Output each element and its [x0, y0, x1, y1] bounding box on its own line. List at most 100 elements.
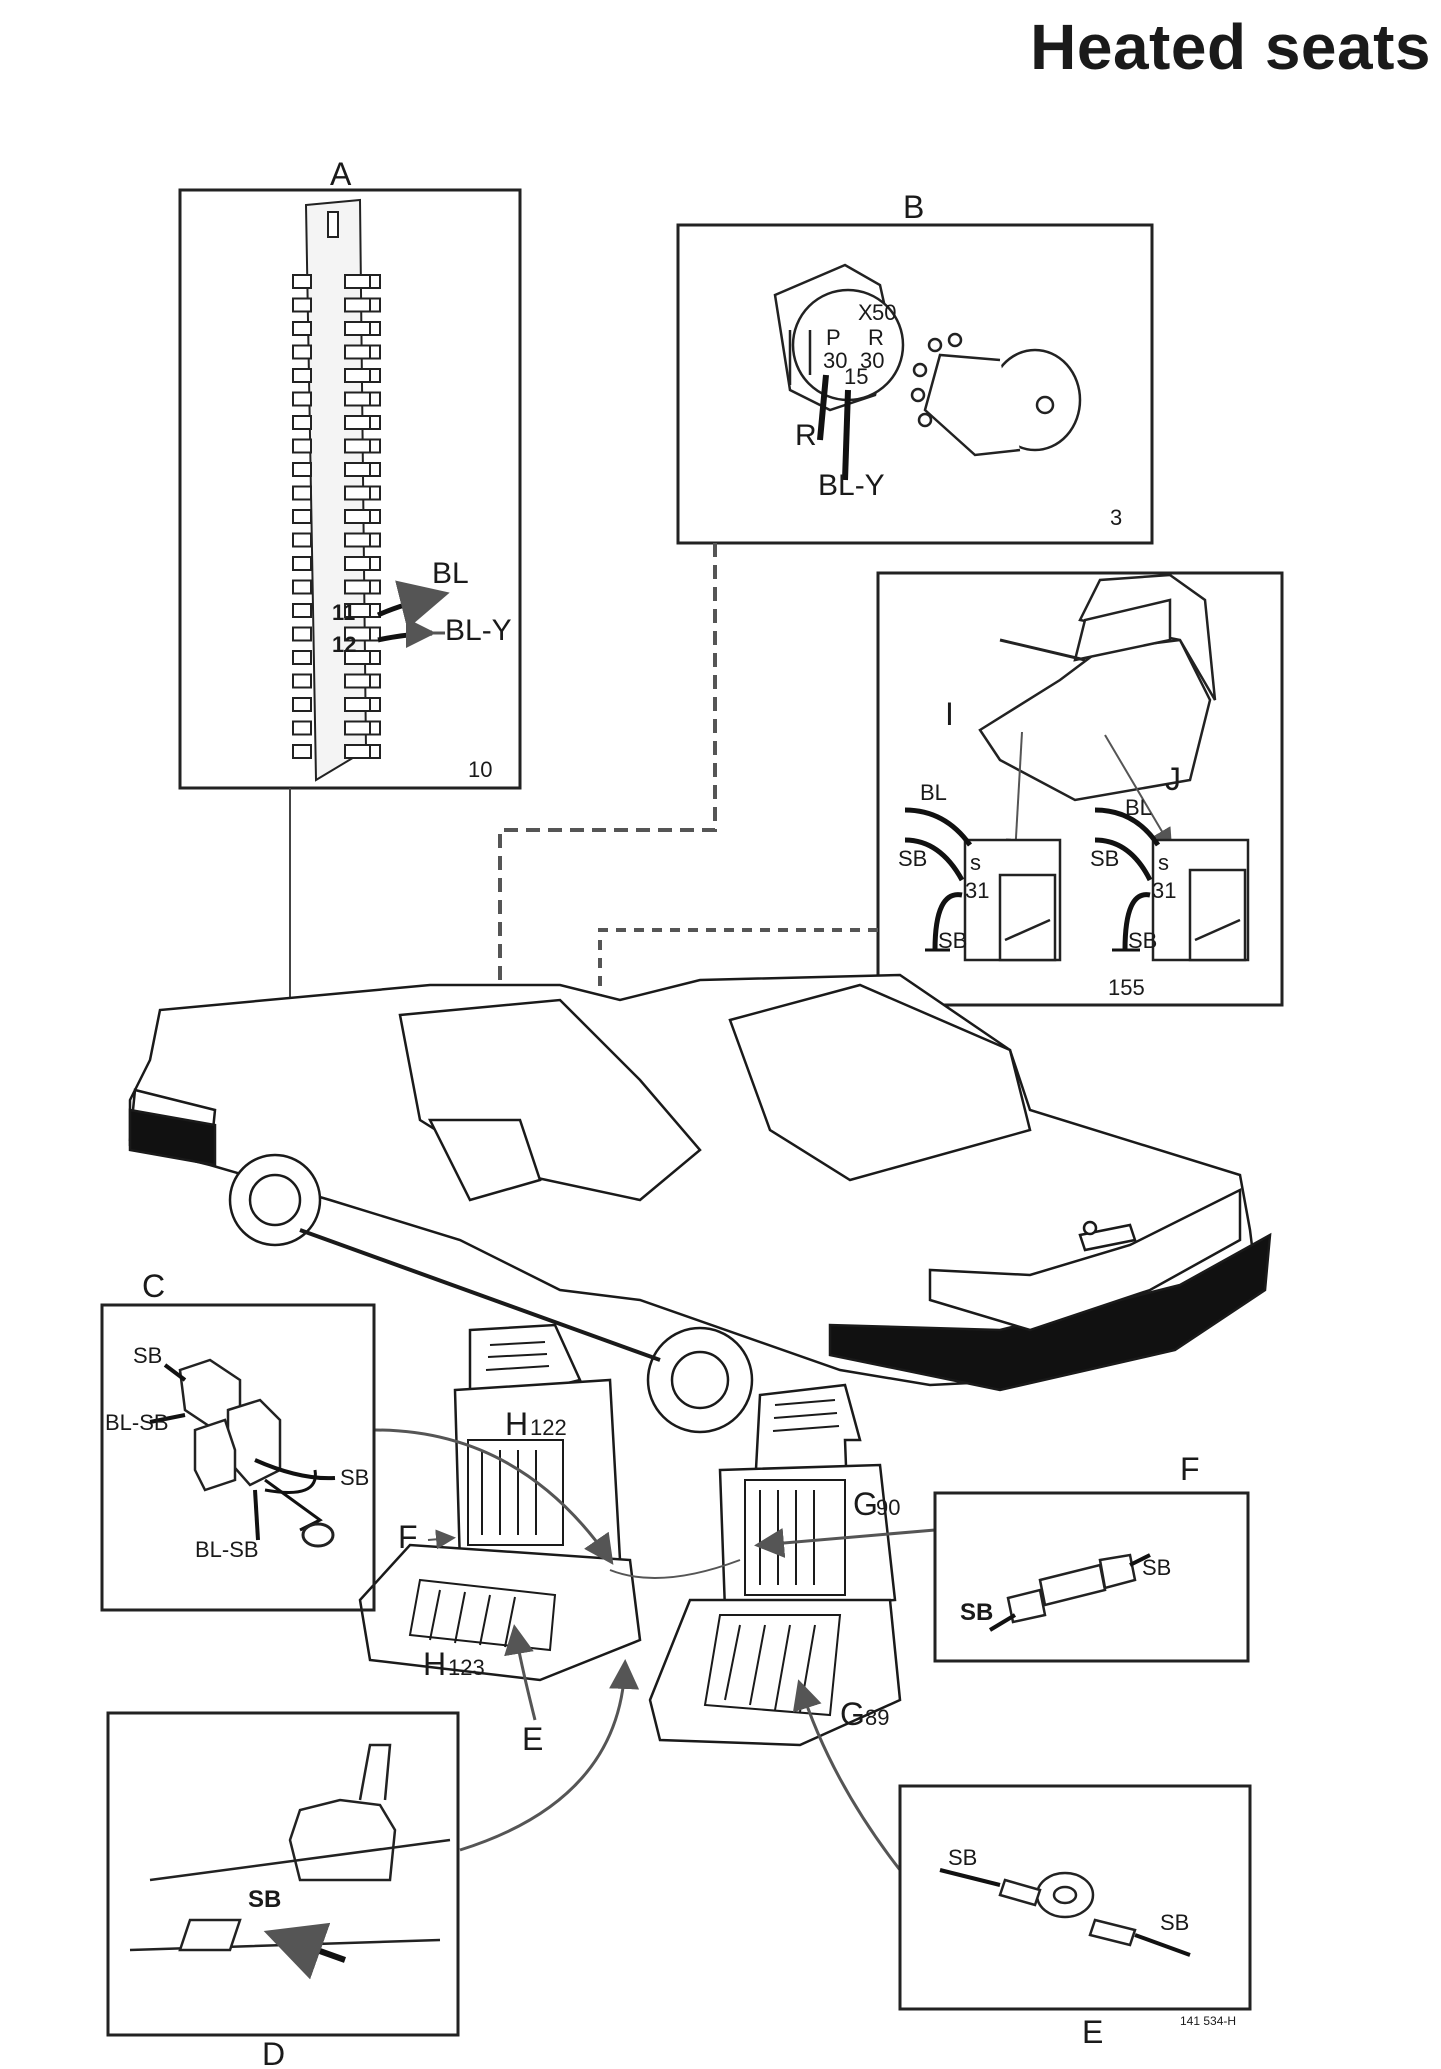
fuse-slot: [344, 673, 372, 689]
fuse-slot: [292, 297, 312, 313]
fuse-slot: [292, 344, 312, 360]
fuse-slot: [292, 274, 312, 289]
fuse-slot: [369, 297, 381, 313]
callout-h123: H: [423, 1646, 446, 1682]
connector-f: [1006, 1553, 1137, 1624]
left-seat: [358, 1323, 642, 1682]
fuse-slot: [344, 462, 372, 477]
fuse-slot: [369, 274, 381, 289]
fuse-slot: [292, 438, 312, 454]
svg-text:SB: SB: [133, 1343, 162, 1368]
svg-text:BL-SB: BL-SB: [195, 1537, 259, 1562]
panel-ij-number: 155: [1108, 975, 1145, 1000]
fuse-slot: [292, 391, 312, 407]
fuse-slot: [369, 650, 381, 665]
terminal-12: 12: [332, 632, 356, 657]
wire-bl-y-b: BL-Y: [818, 469, 885, 502]
fuse-slot: [292, 532, 312, 548]
panel-a-number: 10: [468, 757, 492, 782]
svg-text:SB: SB: [1090, 846, 1119, 871]
fuse-slot: [292, 697, 312, 712]
fuse-slot: [344, 532, 372, 548]
svg-text:s: s: [970, 850, 981, 875]
panel-e-frame: [898, 1784, 1252, 2011]
fuse-slot: [369, 603, 381, 618]
fuse-slot: [369, 720, 381, 736]
svg-text:SB: SB: [898, 846, 927, 871]
svg-text:30: 30: [823, 348, 847, 373]
svg-text:BL: BL: [920, 780, 947, 805]
fuse-slot: [369, 532, 381, 548]
label-i: I: [945, 696, 954, 732]
page-title: Heated seats: [1030, 11, 1431, 83]
svg-text:SB: SB: [1128, 928, 1157, 953]
fuse-slot: [344, 297, 372, 313]
fuse-slot: [369, 391, 381, 407]
panel-c: C SB BL-SB SB BL-SB: [100, 1268, 376, 1612]
fuse-slot: [344, 697, 372, 712]
gear-lever-illustration: [129, 1743, 451, 1952]
panel-b-frame: [676, 223, 1154, 545]
svg-text:SB: SB: [1142, 1555, 1171, 1580]
fuse-slot: [369, 556, 381, 571]
wire-sb-d: SB: [248, 1886, 281, 1913]
svg-text:R: R: [868, 325, 884, 350]
panel-a: A 11 12 BL BL-Y 10: [178, 156, 522, 790]
ignition-switch-body: [773, 263, 905, 412]
fuse-slot: [292, 368, 312, 383]
fuse-slot: [344, 438, 372, 454]
fuse-slot: [369, 344, 381, 360]
fuse-slot: [344, 415, 372, 430]
fuse-slot: [292, 462, 312, 477]
fuse-slot: [369, 438, 381, 454]
panel-f: F SB SB: [933, 1451, 1250, 1663]
fuse-slot: [369, 485, 381, 501]
callout-g89-num: 89: [865, 1705, 889, 1730]
panel-d: SB D: [106, 1711, 460, 2069]
switch-i: [963, 838, 1062, 962]
panel-f-frame: [933, 1491, 1250, 1663]
panel-ij-frame: [876, 571, 1284, 1007]
svg-text:50: 50: [872, 300, 896, 325]
fuse-slot: [292, 603, 312, 618]
panel-c-letter: C: [142, 1268, 165, 1304]
fuse-slot: [369, 579, 381, 595]
right-seat: [648, 1383, 902, 1747]
panel-a-letter: A: [330, 156, 352, 192]
svg-text:30: 30: [860, 348, 884, 373]
svg-text:SB: SB: [960, 1599, 993, 1626]
fuse-slot: [292, 744, 312, 759]
ignition-lock-cylinder: [910, 332, 1082, 457]
callout-g90: G: [853, 1486, 878, 1522]
fuse-slot: [344, 485, 372, 501]
wire-bl: BL: [432, 557, 469, 590]
fuse-slot: [344, 321, 372, 336]
fuse-slot: [292, 321, 312, 336]
fuse-slot: [292, 579, 312, 595]
svg-text:BL-SB: BL-SB: [105, 1410, 169, 1435]
fuse-slot: [369, 673, 381, 689]
panel-d-letter: D: [262, 2036, 285, 2069]
fuse-slot: [292, 673, 312, 689]
panel-e: SB SB E: [898, 1784, 1252, 2050]
fuse-slot: [344, 720, 372, 736]
svg-text:31: 31: [1152, 878, 1176, 903]
fuse-slot: [369, 697, 381, 712]
svg-text:s: s: [1158, 850, 1169, 875]
panel-a-frame: [178, 188, 522, 790]
panel-b: B X 50 50 P R 30 30 15 R BL-Y 3: [676, 189, 1154, 545]
label-j: J: [1165, 761, 1181, 797]
connector-e: [998, 1871, 1137, 1947]
fuse-slot: [344, 368, 372, 383]
svg-text:BL: BL: [1125, 795, 1152, 820]
fuse-slot: [344, 579, 372, 595]
center-console: [978, 573, 1217, 802]
wire-r: R: [795, 419, 817, 452]
connector-c: [178, 1358, 282, 1492]
callout-g90-num: 90: [876, 1495, 900, 1520]
svg-text:SB: SB: [938, 928, 967, 953]
figure-ref: 141 534-H: [1180, 2014, 1236, 2028]
panel-f-letter: F: [1180, 1451, 1200, 1487]
fuse-slot: [369, 626, 381, 642]
